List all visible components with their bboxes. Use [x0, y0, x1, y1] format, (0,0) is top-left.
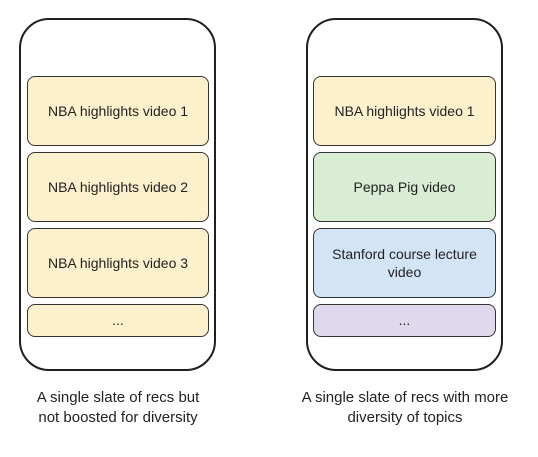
card-label: NBA highlights video 3	[47, 254, 189, 271]
caption-line: A single slate of recs with more	[301, 389, 509, 406]
card-label: Peppa Pig video	[353, 178, 456, 195]
card-label: Stanford course lecture video	[332, 245, 477, 280]
card-label: ...	[398, 312, 411, 329]
caption-left: A single slate of recs but not boosted f…	[10, 388, 226, 429]
left-rec-card: NBA highlights video 2	[27, 152, 209, 222]
left-rec-card-more: ...	[27, 304, 209, 337]
left-rec-card: NBA highlights video 3	[27, 228, 209, 298]
right-rec-card: Stanford course lecture video	[313, 228, 496, 298]
caption-line: diversity of topics	[347, 409, 463, 427]
caption-line: A single slate of recs but	[36, 389, 200, 406]
card-label: NBA highlights video 2	[47, 178, 189, 195]
right-rec-card: NBA highlights video 1	[313, 76, 496, 146]
card-label: ...	[112, 312, 124, 329]
card-label: NBA highlights video 1	[47, 102, 189, 119]
left-rec-card: NBA highlights video 1	[27, 76, 209, 146]
card-label: NBA highlights video 1	[334, 102, 475, 119]
right-rec-card-more: ...	[313, 304, 496, 337]
right-rec-card: Peppa Pig video	[313, 152, 496, 222]
caption-line: not boosted for diversity	[38, 409, 198, 427]
caption-right: A single slate of recs with more diversi…	[280, 388, 530, 429]
